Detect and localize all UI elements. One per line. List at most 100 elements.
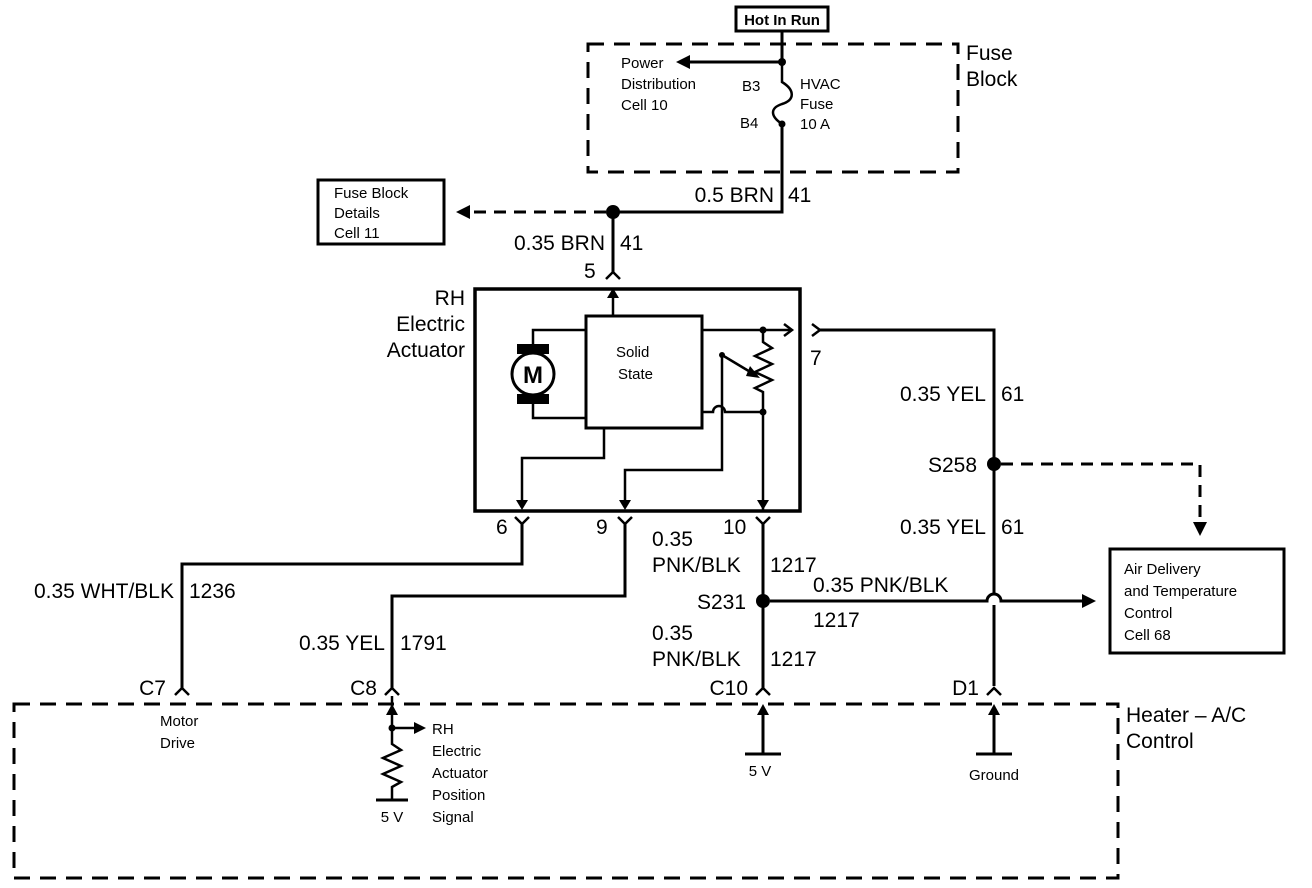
c7-connector bbox=[174, 686, 190, 696]
actuator-pin-5: 5 bbox=[584, 260, 596, 283]
air-delivery-box bbox=[1108, 547, 1286, 655]
pnk-lower-circuit: 1217 bbox=[770, 648, 817, 671]
fuse-pin-b3: B3 bbox=[742, 78, 760, 95]
position-label-4: Position bbox=[432, 787, 485, 804]
yel61-top-circuit: 61 bbox=[1001, 383, 1024, 406]
s231-splice-node bbox=[756, 594, 770, 608]
yel61-top-gauge: 0.35 YEL bbox=[900, 383, 986, 406]
fuse-label-3: 10 A bbox=[800, 116, 830, 133]
pnk-horizontal-gauge: 0.35 PNK/BLK bbox=[813, 574, 948, 597]
solid-state-label-2: State bbox=[618, 366, 653, 383]
s258-splice-node bbox=[987, 457, 1001, 471]
position-label-1: RH bbox=[432, 721, 454, 738]
wht-blk-gauge: 0.35 WHT/BLK bbox=[34, 580, 174, 603]
power-distribution-arrow bbox=[676, 55, 690, 69]
position-signal-arrow bbox=[414, 722, 426, 734]
air-delivery-label-3: Control bbox=[1124, 605, 1172, 622]
position-label-3: Actuator bbox=[432, 765, 488, 782]
heater-ac-title-2: Control bbox=[1126, 730, 1194, 753]
fuse-label-1: HVAC bbox=[800, 76, 841, 93]
yel61-wire bbox=[820, 328, 996, 595]
pin10-internal-arrow bbox=[757, 500, 769, 510]
actuator-pin-10: 10 bbox=[723, 516, 746, 539]
air-delivery-label-1: Air Delivery bbox=[1124, 561, 1201, 578]
wht-blk-circuit: 1236 bbox=[189, 580, 236, 603]
solid-state-to-pin6-wire bbox=[520, 428, 606, 504]
c10-label: C10 bbox=[709, 677, 748, 700]
c8-internal-arrow bbox=[386, 704, 398, 715]
brn-top-circuit: 41 bbox=[788, 184, 811, 207]
pin6-connector bbox=[514, 516, 530, 526]
fuse-block-details-arrow bbox=[456, 205, 470, 219]
pin9-connector bbox=[617, 516, 633, 526]
c8-connector bbox=[384, 686, 400, 696]
pnk-upper-circuit: 1217 bbox=[770, 554, 817, 577]
wiper-to-pin9-wire bbox=[623, 355, 724, 504]
actuator-pin-7: 7 bbox=[810, 347, 822, 370]
actuator-housing bbox=[473, 287, 802, 513]
motor-label: M bbox=[523, 362, 543, 389]
s258-label: S258 bbox=[928, 454, 977, 477]
fuse-block-boundary bbox=[586, 42, 960, 174]
s258-air-delivery-arrow bbox=[1193, 522, 1207, 536]
actuator-title-3: Actuator bbox=[387, 339, 465, 362]
pnk-upper-color: PNK/BLK bbox=[652, 554, 741, 577]
hvac-fuse-symbol bbox=[771, 62, 793, 126]
d1-internal-arrow bbox=[988, 704, 1000, 715]
pin6-internal-arrow bbox=[516, 500, 528, 510]
brn-bottom-circuit: 41 bbox=[620, 232, 643, 255]
solid-state-module bbox=[584, 314, 704, 430]
d1-connector bbox=[986, 686, 1002, 696]
yel61-bottom-gauge: 0.35 YEL bbox=[900, 516, 986, 539]
pnk-blk-wire-horizontal bbox=[770, 592, 1082, 603]
power-distribution-label-3: Cell 10 bbox=[621, 97, 668, 114]
pin10-connector bbox=[755, 516, 771, 526]
actuator-pin-9: 9 bbox=[596, 516, 608, 539]
pin7-internal-arrow bbox=[783, 323, 795, 337]
c8-label: C8 bbox=[350, 677, 377, 700]
actuator-title-2: Electric bbox=[396, 313, 465, 336]
ground-label: Ground bbox=[969, 767, 1019, 784]
five-v-right-label: 5 V bbox=[749, 763, 772, 780]
wht-blk-wire bbox=[180, 524, 524, 688]
d1-label: D1 bbox=[952, 677, 979, 700]
yel61-bottom-circuit: 61 bbox=[1001, 516, 1024, 539]
fuse-block-title-1: Fuse bbox=[966, 42, 1013, 65]
c10-internal-arrow bbox=[757, 704, 769, 715]
position-potentiometer bbox=[752, 330, 775, 510]
position-label-5: Signal bbox=[432, 809, 474, 826]
brn-top-gauge: 0.5 BRN bbox=[695, 184, 774, 207]
actuator-title-1: RH bbox=[435, 287, 465, 310]
hot-in-run-label: Hot In Run bbox=[744, 12, 820, 29]
fuse-block-details-box bbox=[316, 178, 446, 246]
heater-ac-control-boundary bbox=[12, 702, 1120, 880]
heater-ac-title-1: Heater – A/C bbox=[1126, 704, 1246, 727]
air-delivery-label-4: Cell 68 bbox=[1124, 627, 1171, 644]
c7-label: C7 bbox=[139, 677, 166, 700]
power-distribution-label-1: Power bbox=[621, 55, 664, 72]
solid-state-label-1: Solid bbox=[616, 344, 649, 361]
pnk-upper-gauge: 0.35 bbox=[652, 528, 693, 551]
pin5-connector bbox=[605, 270, 621, 280]
five-v-left-label: 5 V bbox=[381, 809, 404, 826]
actuator-pin-6: 6 bbox=[496, 516, 508, 539]
pnk-horizontal-circuit: 1217 bbox=[813, 609, 860, 632]
position-pull-resistor bbox=[379, 715, 405, 800]
motor-wire-bottom bbox=[531, 404, 586, 420]
motor-drive-label-1: Motor bbox=[160, 713, 198, 730]
fuse-block-title-2: Block bbox=[966, 68, 1018, 91]
brn-wire-fuse bbox=[613, 124, 784, 214]
s258-air-delivery-link bbox=[1001, 462, 1202, 522]
pin7-connector bbox=[811, 323, 823, 337]
yel1791-gauge: 0.35 YEL bbox=[299, 632, 385, 655]
s231-label: S231 bbox=[697, 591, 746, 614]
air-delivery-label-2: and Temperature bbox=[1124, 583, 1237, 600]
fuse-label-2: Fuse bbox=[800, 96, 833, 113]
pnk-lower-gauge: 0.35 bbox=[652, 622, 693, 645]
pin9-internal-arrow bbox=[619, 500, 631, 510]
pin5-internal-arrow bbox=[607, 288, 619, 298]
pnk-lower-color: PNK/BLK bbox=[652, 648, 741, 671]
position-label-2: Electric bbox=[432, 743, 482, 760]
power-distribution-label-2: Distribution bbox=[621, 76, 696, 93]
